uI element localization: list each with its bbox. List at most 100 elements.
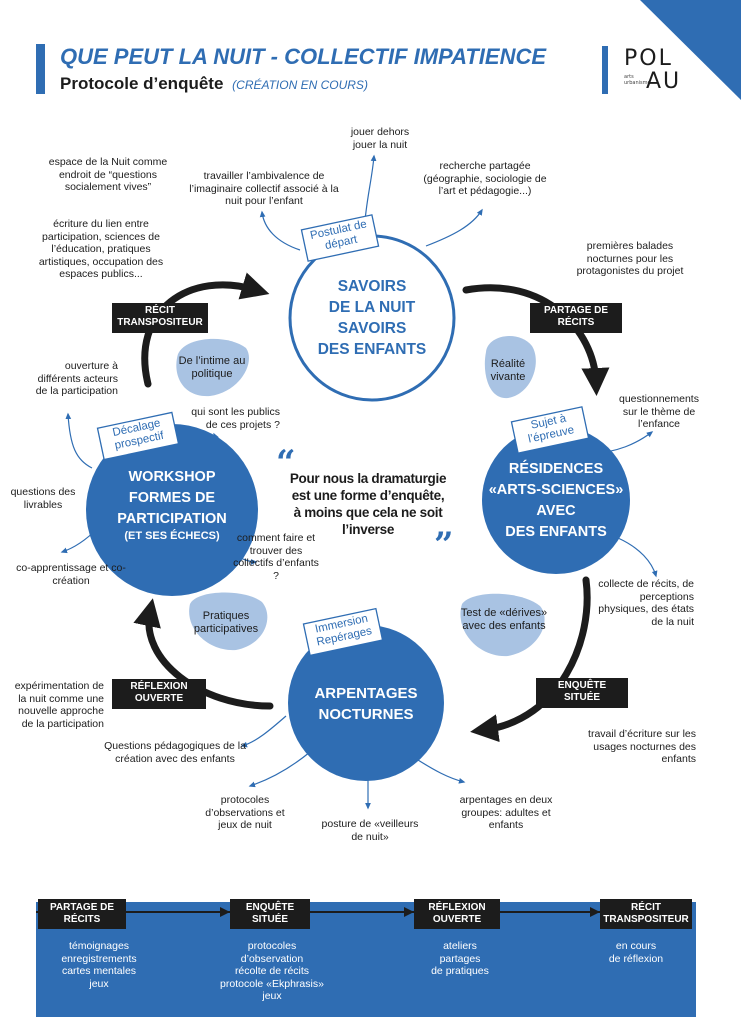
label-enquete: ENQUÊTE SITUÉE xyxy=(557,680,607,703)
blob-derives-text: Test de «dérives» avec des enfants xyxy=(460,607,548,632)
blob-intime-text: De l’intime au politique xyxy=(178,355,246,380)
subtitle-tag: (CRÉATION EN COURS) xyxy=(232,78,368,92)
ann-arrow-arpentages xyxy=(417,759,466,784)
caption-box-bottom xyxy=(302,607,384,657)
footer-step-2-label: ENQUÊTE SITUÉE xyxy=(245,902,295,925)
footer-step-1-items: témoignages enregistrements cartes menta… xyxy=(44,940,154,990)
header-accent-bar xyxy=(36,44,45,94)
node-bottom-line-2: NOCTURNES xyxy=(318,706,414,723)
label-box-enquete xyxy=(536,678,628,708)
ann-travail: travail d’écriture sur les usages noctur… xyxy=(588,728,696,765)
ann-ecriture-lien: écriture du lien entre participation, sc… xyxy=(38,218,164,280)
node-left-title: WORKSHOP FORMES DE PARTICIPATION (ET SES… xyxy=(92,462,252,548)
label-reflexion: RÉFLEXION OUVERTE xyxy=(130,681,188,704)
node-right-circle xyxy=(482,426,630,574)
blob-pratiques xyxy=(189,592,268,651)
footer-arrowheads xyxy=(220,907,600,917)
quote-close-mark: ” xyxy=(434,525,454,565)
page-title: QUE PEUT LA NUIT - COLLECTIF IMPATIENCE xyxy=(60,44,547,69)
ann-ouverture: ouverture à différents acteurs de la par… xyxy=(35,360,118,397)
ann-experimentation: expérimentation de la nuit comme une nou… xyxy=(14,680,104,730)
footer-item: protocole «Ekphrasis» xyxy=(220,977,324,990)
node-right-line-3: AVEC xyxy=(536,503,576,519)
footer-item: enregistrements xyxy=(61,952,137,965)
ann-espace: espace de la Nuit comme endroit de “ques… xyxy=(48,156,168,193)
label-box-reflexion xyxy=(112,679,206,709)
footer-step-2-items: protocoles d’observation récolte de réci… xyxy=(212,940,332,1003)
label-partage: PARTAGE DE RÉCITS xyxy=(543,305,609,328)
footer-band xyxy=(36,902,696,1017)
footer-item: de réflexion xyxy=(608,952,664,965)
ann-arpentages: arpentages en deux groupes: adultes et e… xyxy=(459,794,553,831)
blob-realite xyxy=(484,335,536,399)
blob-realite-text: Réalité vivante xyxy=(490,358,526,383)
footer-step-3-items: ateliers partages de pratiques xyxy=(410,940,510,978)
node-left-line-2: FORMES DE xyxy=(128,490,216,506)
blob-intime xyxy=(176,338,249,397)
logo-small: arts urbanisme xyxy=(624,74,651,86)
cycle-arrow-left-top xyxy=(141,272,270,388)
logo-bottom: AU xyxy=(646,69,682,94)
ann-arrow-protocoles xyxy=(248,751,311,788)
footer-item: témoignages xyxy=(68,940,130,952)
footer-step-4-label: RÉCIT TRANSPOSITEUR xyxy=(603,902,689,925)
footer-label-box-2 xyxy=(230,899,310,929)
corner-triangle xyxy=(640,0,741,100)
central-quote: Pour nous la dramaturgie est une forme d… xyxy=(289,471,447,537)
footer-item: de pratiques xyxy=(431,965,489,977)
polau-logo: POL arts urbanisme AU xyxy=(624,46,680,96)
caption-box-top xyxy=(300,214,380,262)
node-top-line-1: SAVOIRS xyxy=(337,278,407,295)
node-right-line-2: «ARTS-SCIENCES» xyxy=(488,482,624,498)
footer-item: protocoles xyxy=(247,940,297,952)
caption-box-right xyxy=(510,406,590,454)
footer-item: jeux xyxy=(89,977,109,990)
footer-label-box-3 xyxy=(414,899,500,929)
footer-item: d’observation xyxy=(240,952,304,965)
ann-coapp: co-apprentissage et co-création xyxy=(16,562,126,587)
ann-collecte: collecte de récits, de perceptions physi… xyxy=(598,578,694,628)
node-right-line-4: DES ENFANTS xyxy=(505,524,607,540)
logo-accent-bar xyxy=(602,46,608,94)
node-left-line-3: PARTICIPATION xyxy=(117,511,227,527)
ann-arrow-collecte xyxy=(617,537,658,578)
footer-item: ateliers xyxy=(443,940,477,952)
page-subtitle: Protocole d’enquête (CRÉATION EN COURS) xyxy=(60,74,368,94)
cycle-arrow-right-bottom xyxy=(470,576,591,743)
ann-jouer: jouer dehors jouer la nuit xyxy=(350,126,410,151)
label-box-recit xyxy=(112,303,208,333)
node-top-line-4: DES ENFANTS xyxy=(317,341,427,358)
node-top-line-3: SAVOIRS xyxy=(337,320,407,337)
footer-label-box-1 xyxy=(38,899,126,929)
ann-questionnements: questionnements sur le thème de l’enfanc… xyxy=(619,393,699,430)
footer-item: partages xyxy=(439,952,481,965)
node-right-line-1: RÉSIDENCES xyxy=(508,461,604,477)
ann-livrables: questions des livrables xyxy=(10,486,76,511)
blob-derives xyxy=(460,593,545,657)
node-top-title: SAVOIRS DE LA NUIT SAVOIRS DES ENFANTS xyxy=(300,268,444,368)
cycle-arrow-bottom-left xyxy=(133,598,274,710)
subtitle-text: Protocole d’enquête xyxy=(60,74,224,93)
ann-premieres: premières balades nocturnes pour les pro… xyxy=(576,240,684,277)
ann-recherche: recherche partagée (géographie, sociolog… xyxy=(423,160,547,197)
footer-item: en cours xyxy=(615,940,657,952)
logo-top: POL xyxy=(624,46,673,71)
node-bottom-line-1: ARPENTAGES xyxy=(314,685,418,702)
footer-step-3-label: RÉFLEXION OUVERTE xyxy=(428,902,486,925)
label-recit: RÉCIT TRANSPOSITEUR xyxy=(117,305,203,328)
ann-arrow-questions-ped xyxy=(240,715,287,748)
ann-posture: posture de «veilleurs de nuit» xyxy=(321,818,419,843)
blob-pratiques-text: Pratiques participatives xyxy=(193,610,259,635)
ann-protocoles: protocoles d’observations et jeux de nui… xyxy=(205,794,285,831)
ann-arrow-ouverture xyxy=(65,412,93,469)
ann-comment: comment faire et trouver des collectifs … xyxy=(233,532,319,582)
footer-item: cartes mentales xyxy=(61,965,137,977)
node-top-line-2: DE LA NUIT xyxy=(328,299,416,316)
label-box-partage xyxy=(530,303,622,333)
ann-arrow-travailler xyxy=(259,210,301,251)
quote-open-mark: “ xyxy=(276,443,296,483)
footer-step-4-items: en cours de réflexion xyxy=(588,940,684,965)
ann-travailler: travailler l’ambivalence de l’imaginaire… xyxy=(189,170,339,207)
node-left-line-1: WORKSHOP xyxy=(128,469,216,485)
